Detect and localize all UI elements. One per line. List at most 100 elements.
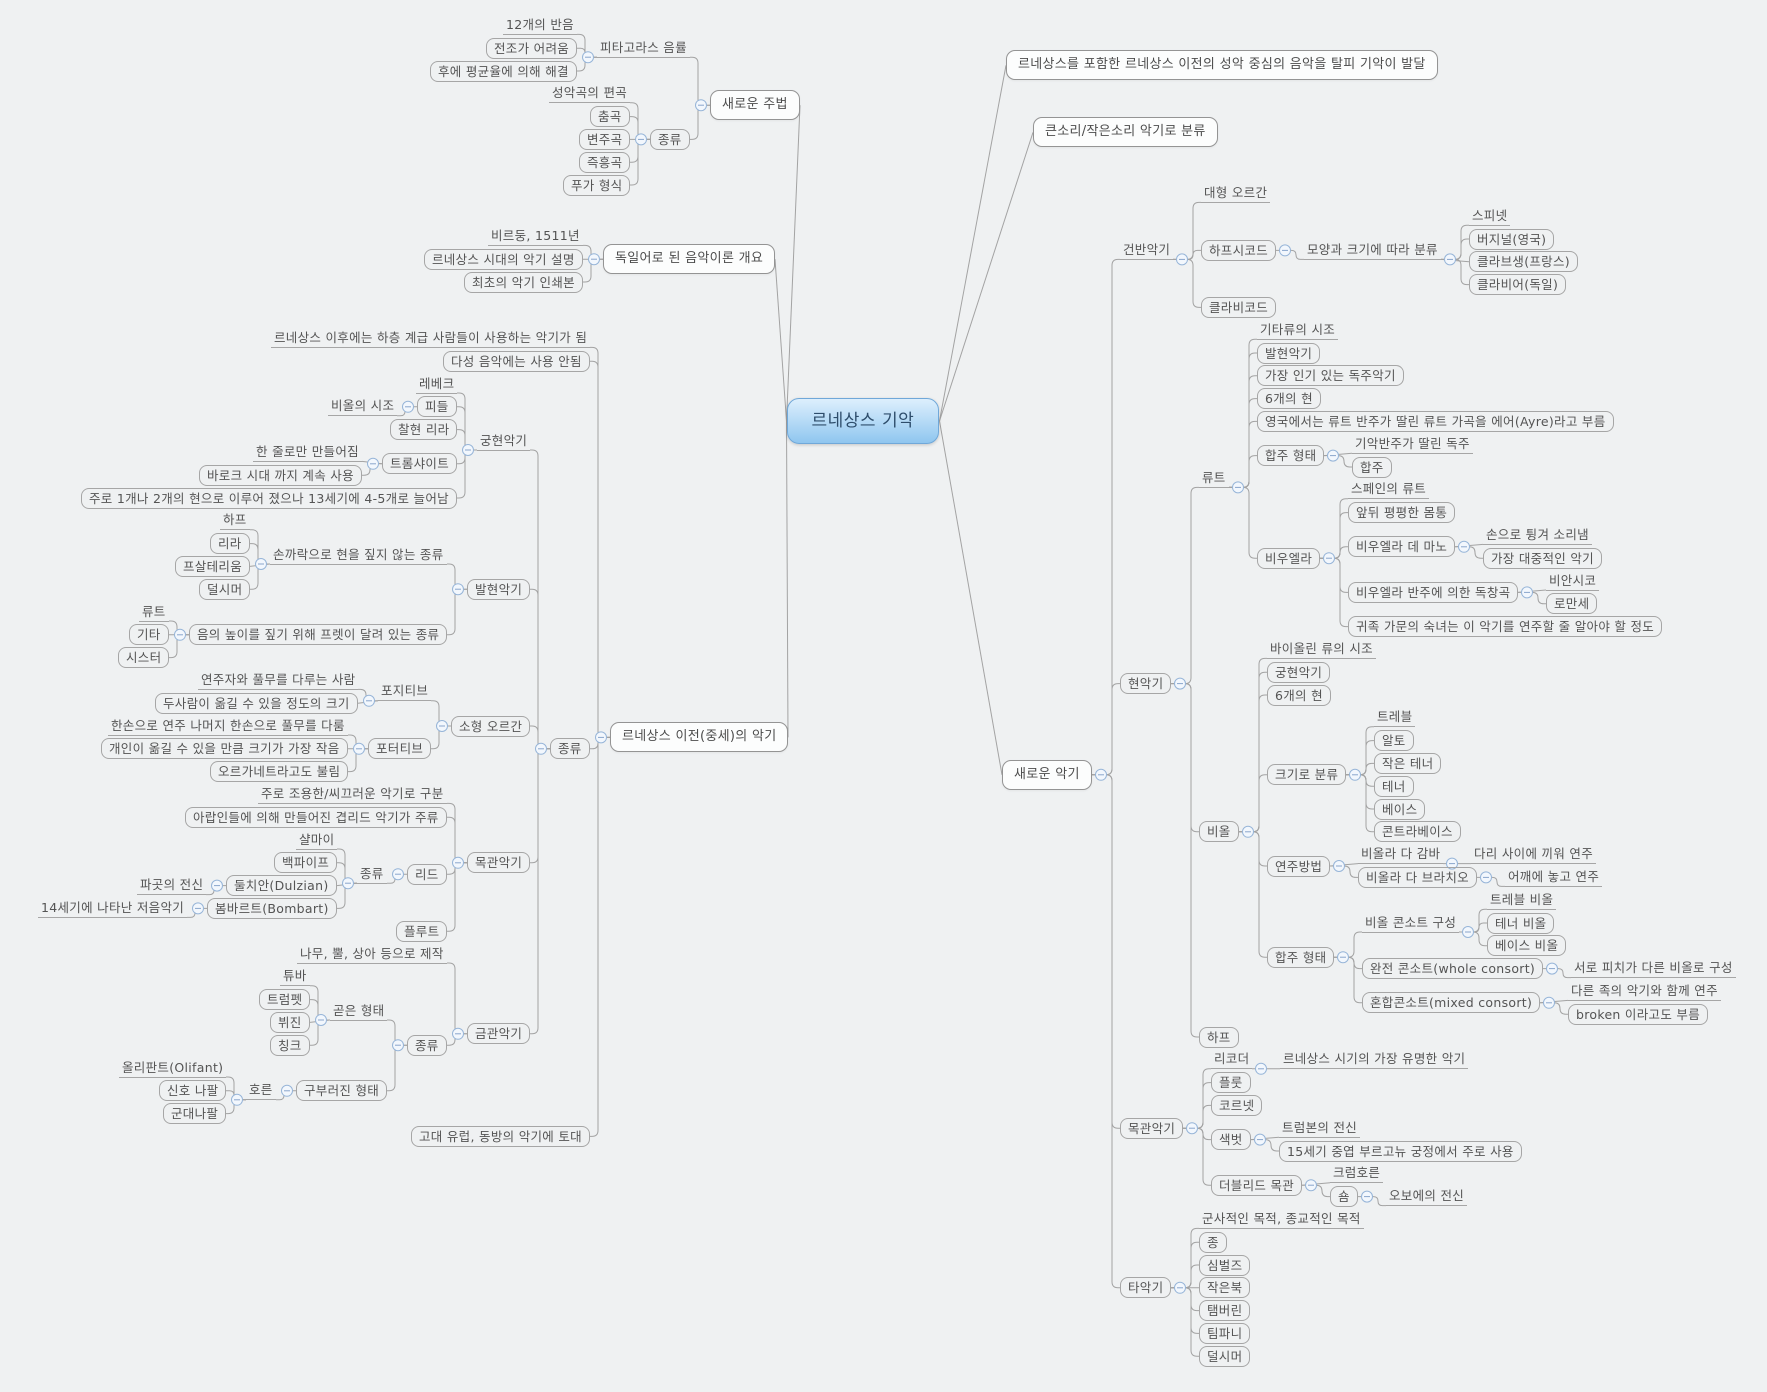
- collapse-icon[interactable]: [1186, 1122, 1198, 1135]
- mindmap-node[interactable]: 손까락으로 현을 짚지 않는 종류: [270, 546, 447, 565]
- collapse-icon[interactable]: [342, 877, 354, 890]
- mindmap-node[interactable]: 금관악기: [467, 1023, 531, 1045]
- mindmap-node[interactable]: 귀족 가문의 숙녀는 이 악기를 연주할 줄 알아야 할 정도: [1348, 616, 1663, 638]
- mindmap-node[interactable]: 바로크 시대 까지 계속 사용: [199, 464, 362, 486]
- mindmap-node[interactable]: 르네상스 시기의 가장 유명한 악기: [1280, 1050, 1469, 1070]
- collapse-icon[interactable]: [452, 583, 464, 596]
- mindmap-node[interactable]: 건반악기: [1120, 241, 1174, 260]
- mindmap-node[interactable]: 비르둥, 1511년: [488, 227, 583, 246]
- mindmap-node[interactable]: 개인이 옮길 수 있을 만큼 크기가 가장 작음: [101, 738, 348, 760]
- branch-node[interactable]: 르네상스를 포함한 르네상스 이전의 성악 중심의 음악을 탈피 기악이 발달: [1006, 50, 1438, 81]
- collapse-icon[interactable]: [462, 444, 474, 456]
- mindmap-node[interactable]: 궁현악기: [477, 432, 531, 451]
- collapse-icon[interactable]: [588, 253, 600, 266]
- mindmap-node[interactable]: 기타류의 시조: [1257, 321, 1339, 340]
- mindmap-node[interactable]: 스페인의 류트: [1348, 480, 1430, 500]
- mindmap-node[interactable]: 포터티브: [368, 738, 432, 760]
- mindmap-node[interactable]: 작은 테너: [1374, 752, 1442, 774]
- mindmap-node[interactable]: 주로 조용한/씨끄러운 악기로 구분: [258, 785, 447, 804]
- mindmap-node[interactable]: 즉흥곡: [579, 151, 631, 173]
- mindmap-node[interactable]: 파곳의 전신: [137, 876, 207, 896]
- mindmap-node[interactable]: 목관악기: [467, 852, 531, 874]
- mindmap-node[interactable]: 15세기 중엽 부르고뉴 궁정에서 주로 사용: [1279, 1140, 1522, 1162]
- mindmap-node[interactable]: 비안시코: [1546, 572, 1600, 591]
- mindmap-node[interactable]: 합주: [1352, 456, 1392, 478]
- mindmap-node[interactable]: 프살테리움: [175, 555, 251, 577]
- mindmap-node[interactable]: 합주 형태: [1257, 445, 1325, 467]
- mindmap-node[interactable]: 군사적인 목적, 종교적인 목적: [1199, 1210, 1364, 1229]
- collapse-icon[interactable]: [1361, 1190, 1373, 1203]
- mindmap-node[interactable]: 비올: [1199, 821, 1239, 843]
- mindmap-node[interactable]: 콘트라베이스: [1374, 821, 1461, 843]
- branch-node[interactable]: 새로운 악기: [1002, 759, 1092, 790]
- mindmap-node[interactable]: 푸가 형식: [563, 174, 631, 196]
- root-node[interactable]: 르네상스 기악: [786, 398, 940, 444]
- mindmap-node[interactable]: 가장 인기 있는 독주악기: [1257, 365, 1404, 387]
- branch-node[interactable]: 큰소리/작은소리 악기로 분류: [1033, 117, 1218, 148]
- mindmap-node[interactable]: 봄바르트(Bombart): [207, 897, 337, 919]
- mindmap-node[interactable]: 피들: [417, 396, 457, 418]
- mindmap-node[interactable]: 로만세: [1546, 593, 1598, 615]
- mindmap-node[interactable]: 알토: [1374, 730, 1414, 752]
- mindmap-node[interactable]: 현악기: [1120, 673, 1172, 695]
- collapse-icon[interactable]: [452, 1027, 464, 1040]
- mindmap-node[interactable]: 레베크: [416, 375, 458, 394]
- mindmap-node[interactable]: 전조가 어려움: [486, 37, 578, 59]
- collapse-icon[interactable]: [1095, 768, 1107, 781]
- mindmap-node[interactable]: 주로 1개나 2개의 현으로 이루어 졌으나 13세기에 4-5개로 늘어남: [81, 487, 457, 509]
- mindmap-node[interactable]: 종: [1199, 1231, 1227, 1253]
- mindmap-node[interactable]: 발현악기: [1257, 342, 1321, 364]
- mindmap-node[interactable]: 리코더: [1211, 1050, 1253, 1070]
- mindmap-node[interactable]: 뷔진: [270, 1011, 310, 1033]
- collapse-icon[interactable]: [402, 400, 414, 413]
- mindmap-node[interactable]: 아랍인들에 의해 만들어진 겹리드 악기가 주류: [185, 806, 447, 828]
- mindmap-node[interactable]: 크럼호른: [1330, 1164, 1384, 1184]
- mindmap-node[interactable]: 모양과 크기에 따라 분류: [1304, 241, 1441, 260]
- mindmap-node[interactable]: 팀파니: [1199, 1322, 1251, 1344]
- mindmap-node[interactable]: 영국에서는 류트 반주가 딸린 류트 가곡을 에어(Ayre)라고 부름: [1257, 410, 1614, 432]
- mindmap-node[interactable]: 혼합콘소트(mixed consort): [1362, 992, 1541, 1014]
- mindmap-node[interactable]: 르네상스 시대의 악기 설명: [424, 248, 583, 270]
- mindmap-node[interactable]: 춤곡: [590, 106, 630, 128]
- mindmap-node[interactable]: 완전 콘소트(whole consort): [1362, 958, 1544, 980]
- mindmap-node[interactable]: 군대나팔: [163, 1103, 227, 1125]
- mindmap-node[interactable]: 연주자와 풀무를 다루는 사람: [198, 671, 359, 690]
- collapse-icon[interactable]: [192, 902, 204, 915]
- collapse-icon[interactable]: [231, 1093, 243, 1106]
- collapse-icon[interactable]: [1254, 1133, 1266, 1146]
- mindmap-node[interactable]: 12개의 반음: [503, 16, 577, 35]
- collapse-icon[interactable]: [1176, 253, 1188, 266]
- collapse-icon[interactable]: [1480, 871, 1492, 884]
- mindmap-node[interactable]: 클라브생(프랑스): [1469, 251, 1578, 273]
- mindmap-node[interactable]: 기악반주가 딸린 독주: [1352, 435, 1473, 454]
- mindmap-node[interactable]: 후에 평균율에 의해 해결: [430, 60, 577, 82]
- collapse-icon[interactable]: [695, 99, 707, 112]
- mindmap-node[interactable]: 시스터: [118, 647, 170, 669]
- mindmap-node[interactable]: 포지티브: [378, 682, 432, 702]
- branch-node[interactable]: 새로운 주법: [710, 90, 800, 121]
- mindmap-node[interactable]: 트럼본의 전신: [1279, 1119, 1361, 1138]
- mindmap-node[interactable]: 종류: [407, 1034, 447, 1056]
- mindmap-node[interactable]: 비올의 시조: [328, 397, 398, 417]
- collapse-icon[interactable]: [1446, 857, 1458, 870]
- mindmap-node[interactable]: 다른 족의 악기와 함께 연주: [1568, 982, 1721, 1001]
- mindmap-node[interactable]: 올리판트(Olifant): [119, 1059, 227, 1078]
- mindmap-node[interactable]: 종류: [357, 865, 387, 884]
- mindmap-node[interactable]: 찰현 리라: [390, 419, 458, 441]
- mindmap-node[interactable]: 하프: [1199, 1026, 1239, 1048]
- mindmap-node[interactable]: 류트: [1199, 469, 1229, 488]
- mindmap-node[interactable]: 트레블 비올: [1487, 891, 1557, 910]
- mindmap-node[interactable]: 고대 유럽, 동방의 악기에 토대: [411, 1125, 590, 1147]
- mindmap-node[interactable]: 코르넷: [1211, 1094, 1263, 1116]
- mindmap-node[interactable]: 성악곡의 편곡: [549, 84, 631, 104]
- mindmap-node[interactable]: 발현악기: [467, 578, 531, 600]
- mindmap-node[interactable]: 손으로 튕겨 소리냄: [1483, 526, 1592, 545]
- collapse-icon[interactable]: [315, 1014, 327, 1026]
- mindmap-node[interactable]: 비우엘라: [1257, 547, 1321, 569]
- mindmap-node[interactable]: 트롬샤이트: [382, 453, 458, 475]
- mindmap-node[interactable]: 클라비어(독일): [1469, 274, 1567, 296]
- mindmap-node[interactable]: 바이올린 류의 시조: [1267, 640, 1376, 659]
- mindmap-node[interactable]: 두사람이 옮길 수 있을 정도의 크기: [155, 692, 358, 714]
- mindmap-node[interactable]: 나무, 뿔, 상아 등으로 제작: [297, 945, 447, 964]
- mindmap-node[interactable]: 연주방법: [1267, 855, 1331, 877]
